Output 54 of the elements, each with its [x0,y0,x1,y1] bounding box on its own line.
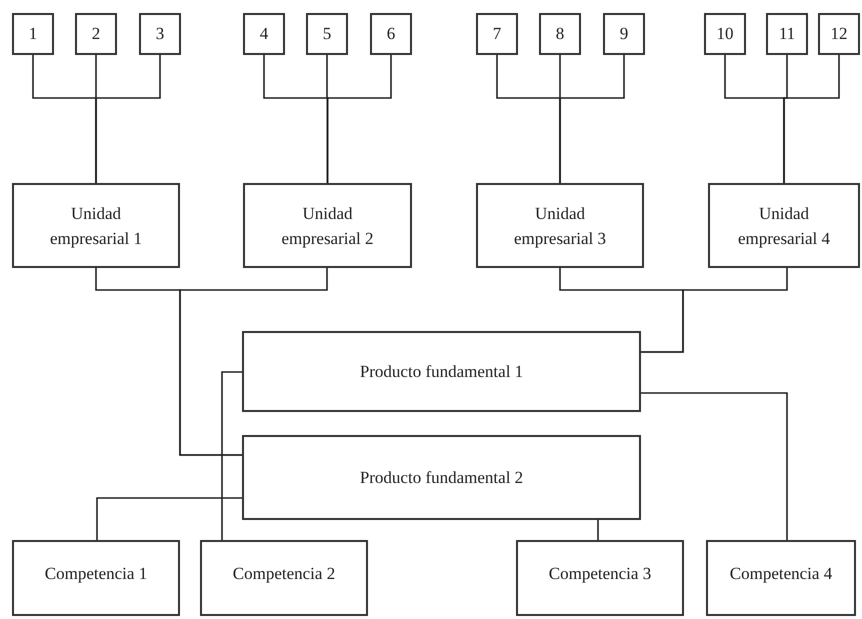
connector-line [641,392,788,540]
box-label: 5 [322,23,332,46]
process-box [516,540,684,616]
box-label: Unidad empresarial 1 [48,202,144,250]
process-box [706,540,856,616]
number-box [818,13,860,55]
box-label: Producto fundamental 2 [360,466,524,489]
connector-line [221,371,242,540]
number-box [476,13,518,55]
box-label: Competencia 3 [548,563,652,585]
connector-line [95,55,161,183]
box-label: Competencia 1 [44,563,148,585]
process-box [243,183,412,268]
box-label: Unidad empresarial 4 [736,202,832,250]
number-box [603,13,645,55]
number-box [704,13,746,55]
box-label: 11 [778,23,796,46]
box-label: 9 [620,23,628,46]
number-box [75,13,117,55]
box-label: 10 [716,23,734,46]
box-label: Unidad empresarial 3 [512,202,608,250]
box-label: 12 [830,23,848,46]
number-box [370,13,412,55]
number-box [766,13,808,55]
box-label: 2 [92,23,100,46]
number-box [243,13,285,55]
process-box [476,183,644,268]
process-box [200,540,368,616]
number-box [539,13,581,55]
process-box [12,183,180,268]
connector-line [783,55,840,183]
connector-line [559,55,625,183]
connector-line [96,497,242,540]
process-box [12,540,180,616]
box-label: 4 [260,23,268,46]
box-label: Competencia 4 [730,563,832,585]
number-box [306,13,348,55]
box-label: 6 [386,23,396,46]
connector-line [641,268,788,353]
number-box [139,13,181,55]
connector-line [597,520,599,540]
process-box [242,331,641,412]
process-box [242,435,641,520]
box-label: Competencia 2 [232,563,336,585]
number-box [12,13,54,55]
box-label: 7 [492,23,502,46]
connector-line [326,55,392,183]
connector-line [179,268,328,456]
box-label: Unidad empresarial 2 [280,202,375,250]
box-label: Producto fundamental 1 [360,360,524,383]
process-box [708,183,860,268]
box-label: 1 [28,23,38,46]
box-label: 3 [156,23,164,46]
box-label: 8 [556,23,564,46]
